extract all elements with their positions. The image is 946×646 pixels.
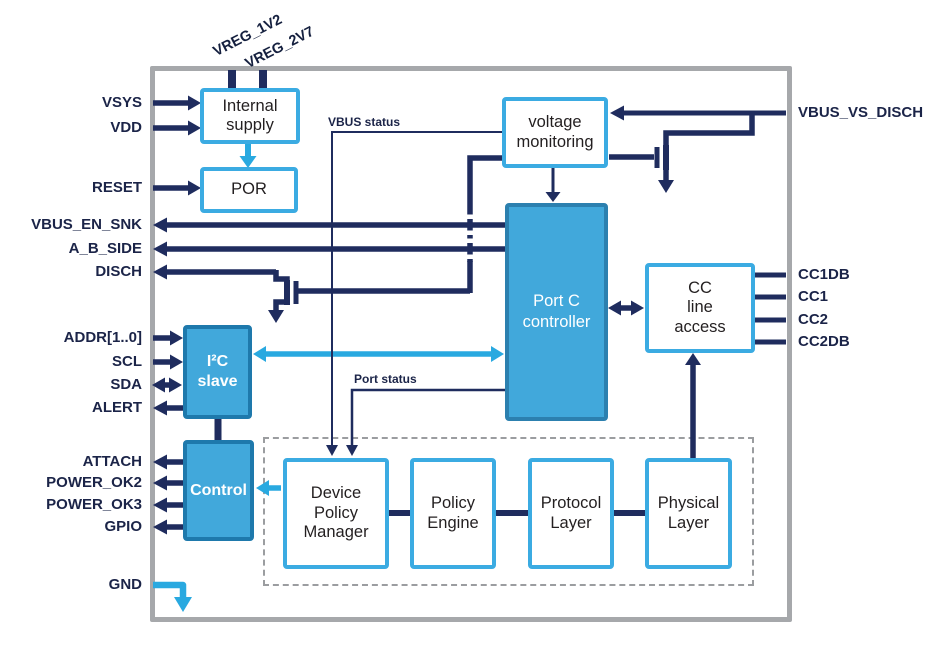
pin-label-power-ok2: POWER_OK2 bbox=[46, 474, 142, 491]
block-internal-supply: Internal supply bbox=[200, 88, 300, 144]
block-cc-line-access: CC line access bbox=[645, 263, 755, 353]
block-por: POR bbox=[200, 167, 298, 213]
sda-arrow bbox=[152, 377, 182, 393]
vm-to-disch-gate-line bbox=[467, 155, 503, 293]
cyan-wires bbox=[153, 143, 504, 612]
pin-label-cc1: CC1 bbox=[798, 288, 829, 305]
pin-label-disch: DISCH bbox=[95, 263, 142, 280]
vm-to-portc-arrow bbox=[545, 168, 561, 202]
pin-label-a-b-side: A_B_SIDE bbox=[68, 240, 142, 257]
pin-label-vbus-vs-disch: VBUS_VS_DISCH bbox=[798, 104, 924, 121]
power-ok2-arrow bbox=[153, 475, 183, 491]
pin-label-vbus-en-snk: VBUS_EN_SNK bbox=[31, 216, 142, 233]
pin-label-alert: ALERT bbox=[92, 399, 142, 416]
block-protocol-layer: Protocol Layer bbox=[528, 458, 614, 569]
pin-label-addr: ADDR[1..0] bbox=[63, 329, 142, 346]
vbus-en-snk-arrow bbox=[153, 217, 505, 233]
portc-cc-arrow bbox=[608, 300, 644, 316]
gpio-arrow bbox=[153, 519, 183, 535]
pin-label-gnd: GND bbox=[108, 576, 142, 593]
a-b-side-arrow bbox=[153, 241, 505, 257]
physical-to-cc-arrow bbox=[685, 353, 701, 458]
vbus-status-line bbox=[326, 131, 503, 456]
addr-arrow bbox=[153, 330, 183, 346]
block-control: Control bbox=[183, 440, 254, 541]
power-ok3-arrow bbox=[153, 497, 183, 513]
usb-pd-stack-frame bbox=[263, 437, 754, 586]
pin-label-reset: RESET bbox=[91, 179, 142, 196]
disch-mosfet-icon bbox=[268, 270, 470, 323]
gnd-arrow bbox=[153, 581, 192, 612]
vdd-arrow bbox=[153, 120, 201, 136]
block-i2c-slave: I²C slave bbox=[183, 325, 252, 419]
vbus-status-label: VBUS status bbox=[328, 115, 401, 129]
pin-label-cc1db: CC1DB bbox=[798, 266, 850, 283]
reset-arrow bbox=[153, 180, 201, 196]
dpm-to-control-arrow bbox=[256, 480, 281, 496]
attach-arrow bbox=[153, 454, 183, 470]
pin-label-attach: ATTACH bbox=[82, 453, 142, 470]
pin-label-cc2db: CC2DB bbox=[798, 333, 850, 350]
pin-label-gpio: GPIO bbox=[104, 518, 142, 535]
block-voltage-monitoring: voltage monitoring bbox=[502, 97, 608, 168]
pin-label-cc2: CC2 bbox=[798, 311, 829, 328]
supply-to-por-arrow bbox=[239, 143, 257, 168]
block-policy-engine: Policy Engine bbox=[410, 458, 496, 569]
vbus-discharge-mosfet-icon bbox=[609, 111, 755, 193]
pin-label-vdd: VDD bbox=[110, 119, 142, 136]
disch-arrow bbox=[153, 264, 276, 280]
block-device-policy-manager: Device Policy Manager bbox=[283, 458, 389, 569]
pin-label-sda: SDA bbox=[110, 376, 142, 393]
vbus-vs-disch-arrow bbox=[610, 105, 786, 121]
pin-label-scl: SCL bbox=[112, 353, 142, 370]
port-status-line bbox=[346, 388, 505, 456]
block-port-c-controller: Port C controller bbox=[505, 203, 608, 421]
port-status-label: Port status bbox=[354, 372, 417, 386]
pin-label-vsys: VSYS bbox=[101, 94, 142, 111]
pin-label-power-ok3: POWER_OK3 bbox=[46, 496, 142, 513]
scl-arrow bbox=[153, 354, 183, 370]
chip-boundary bbox=[150, 66, 792, 622]
i2c-portc-bus-arrow bbox=[253, 346, 504, 362]
vsys-arrow bbox=[153, 95, 201, 111]
block-physical-layer: Physical Layer bbox=[645, 458, 732, 569]
alert-arrow bbox=[153, 400, 183, 416]
